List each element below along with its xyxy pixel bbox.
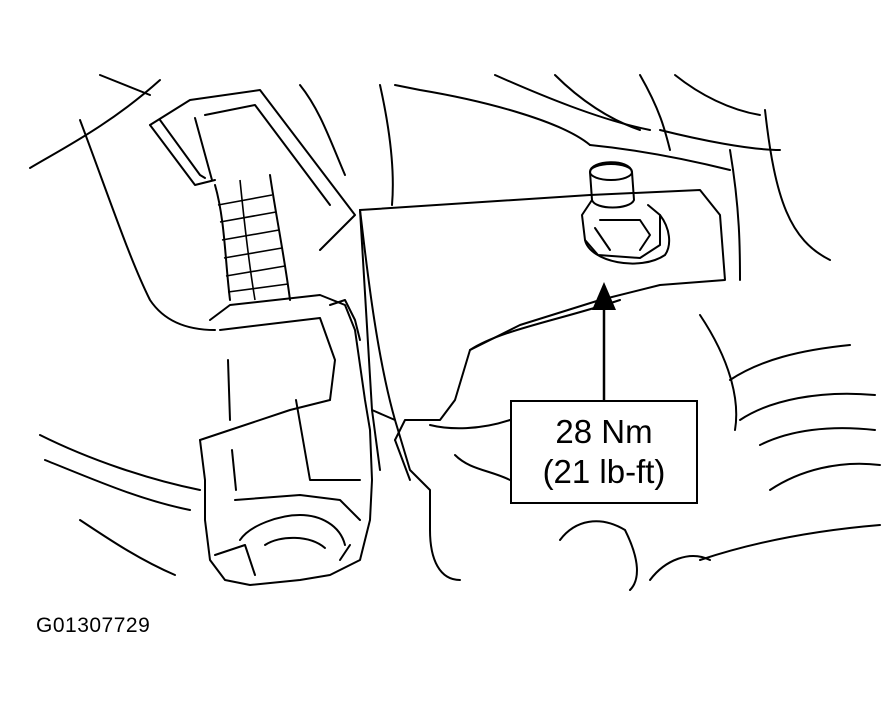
- harness-clip: [149, 89, 356, 251]
- torque-metric: 28 Nm: [555, 413, 653, 450]
- callout-arrow: [592, 282, 616, 400]
- wiring-harness: [214, 174, 291, 301]
- torque-imperial: (21 lb-ft): [542, 453, 666, 490]
- engine-component-detail: [39, 314, 881, 591]
- electrical-connector: [199, 294, 373, 586]
- torque-callout: 28 Nm (21 lb-ft): [510, 400, 698, 504]
- figure-id: G01307729: [36, 614, 151, 637]
- flange-nut: [581, 161, 671, 265]
- housing-outline: [29, 74, 831, 331]
- mounting-bracket: [359, 189, 726, 581]
